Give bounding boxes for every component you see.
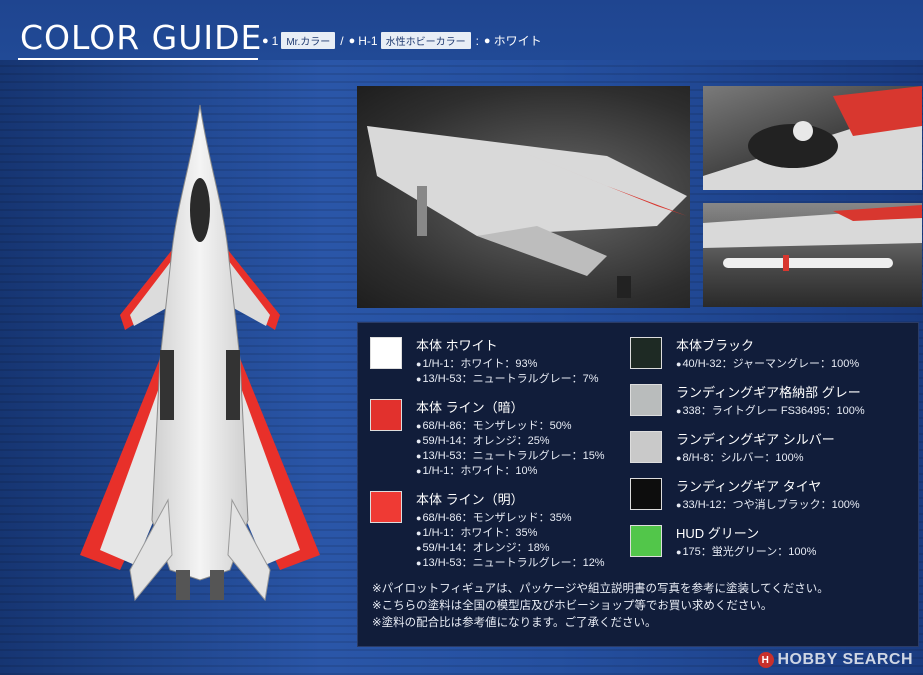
color-entry-gear-tire: ランディングギア タイヤ ●33/H-12：つや消しブラック：100%	[630, 476, 915, 513]
jet-silhouette-icon	[80, 104, 320, 602]
color-name: 本体 ホワイト	[416, 338, 498, 353]
bullet-dot-icon: ●	[348, 34, 356, 47]
color-column-right: 本体ブラック ●40/H-32：ジャーマングレー：100% ランディングギア格納…	[630, 335, 915, 570]
mix-line: ●59/H-14：オレンジ：25%	[416, 435, 550, 447]
color-entry-body-black: 本体ブラック ●40/H-32：ジャーマングレー：100%	[630, 335, 915, 372]
photo-cockpit-icon	[703, 86, 922, 190]
model-photo-main	[357, 86, 690, 308]
notes: ※パイロットフィギュアは、パッケージや組立説明書の写真を参考に塗装してください。…	[372, 581, 829, 632]
color-swatch	[630, 431, 662, 463]
mix-line: ●13/H-53：ニュートラルグレー：7%	[416, 373, 599, 385]
color-name: ランディングギア シルバー	[676, 432, 835, 447]
mix-line: ●13/H-53：ニュートラルグレー：12%	[416, 557, 605, 569]
color-name: 本体ブラック	[676, 338, 755, 353]
color-name: ランディングギア タイヤ	[676, 479, 822, 494]
note-line: ※こちらの塗料は全国の模型店及びホビーショップ等でお買い求めください。	[372, 600, 773, 612]
color-name: ランディングギア格納部 グレー	[676, 385, 861, 400]
mix-line: ●13/H-53：ニュートラルグレー：15%	[416, 450, 605, 462]
mix-line: ●1/H-1：ホワイト：35%	[416, 527, 538, 539]
hobbysearch-logo-icon: H	[757, 652, 774, 668]
color-entry-gear-silver: ランディングギア シルバー ●8/H-8：シルバー：100%	[630, 429, 915, 466]
mix-line: ●1/H-1：ホワイト：93%	[416, 358, 538, 370]
color-swatch	[370, 399, 402, 431]
color-swatch	[370, 337, 402, 369]
color-name: HUD グリーン	[676, 526, 760, 541]
color-entry-body-white: 本体 ホワイト ●1/H-1：ホワイト：93% ●13/H-53：ニュートラルグ…	[370, 335, 650, 387]
mix-line: ●338：ライトグレー FS36495：100%	[676, 405, 865, 417]
legend-sep2: :	[475, 33, 479, 48]
legend-item2-num: H-1	[358, 33, 378, 48]
mix-line: ●59/H-14：オレンジ：18%	[416, 542, 550, 554]
legend-sep1: /	[340, 33, 344, 48]
color-entry-line-dark: 本体 ライン（暗） ●68/H-86：モンザレッド：50% ●59/H-14：オ…	[370, 397, 650, 479]
bullet-dot-icon: ●	[483, 34, 491, 47]
note-line: ※塗料の配合比は参考値になります。ご了承ください。	[372, 617, 657, 629]
color-entry-hud-green: HUD グリーン ●175：蛍光グリーン：100%	[630, 523, 915, 560]
model-photo-cockpit	[703, 86, 922, 190]
mix-line: ●1/H-1：ホワイト：10%	[416, 465, 538, 477]
color-name: 本体 ライン（明）	[416, 492, 524, 507]
mix-line: ●8/H-8：シルバー：100%	[676, 452, 804, 464]
legend-item1-tag: Mr.カラー	[281, 32, 336, 49]
photo-jet-side-icon	[367, 126, 687, 298]
mix-line: ●68/H-86：モンザレッド：35%	[416, 512, 572, 524]
mix-line: ●175：蛍光グリーン：100%	[676, 546, 817, 558]
model-photo-missile	[703, 203, 922, 307]
title-underline	[18, 58, 258, 60]
color-swatch	[630, 384, 662, 416]
color-swatch	[370, 491, 402, 523]
color-column-left: 本体 ホワイト ●1/H-1：ホワイト：93% ●13/H-53：ニュートラルグ…	[370, 335, 650, 581]
mix-line: ●40/H-32：ジャーマングレー：100%	[676, 358, 860, 370]
color-entry-line-light: 本体 ライン（明） ●68/H-86：モンザレッド：35% ●1/H-1：ホワイ…	[370, 489, 650, 571]
color-swatch	[630, 478, 662, 510]
legend-item2-tag: 水性ホビーカラー	[380, 32, 471, 49]
paint-legend: ● 1 Mr.カラー / ● H-1 水性ホビーカラー : ● ホワイト	[262, 32, 542, 49]
legend-item3-label: ホワイト	[493, 34, 542, 48]
color-swatch	[630, 337, 662, 369]
mix-line: ●33/H-12：つや消しブラック：100%	[676, 499, 860, 511]
watermark: H HOBBY SEARCH	[757, 651, 914, 669]
header-bar: COLOR GUIDE ● 1 Mr.カラー / ● H-1 水性ホビーカラー …	[0, 0, 923, 60]
watermark-text: HOBBY SEARCH	[777, 651, 913, 668]
bullet-dot-icon: ●	[262, 34, 269, 47]
legend-item1-num: 1	[271, 33, 279, 48]
color-name: 本体 ライン（暗）	[416, 400, 524, 415]
page-title: COLOR GUIDE	[20, 18, 263, 57]
color-guide-panel: 本体 ホワイト ●1/H-1：ホワイト：93% ●13/H-53：ニュートラルグ…	[357, 322, 919, 647]
note-line: ※パイロットフィギュアは、パッケージや組立説明書の写真を参考に塗装してください。	[372, 583, 829, 595]
mix-line: ●68/H-86：モンザレッド：50%	[416, 420, 572, 432]
color-swatch	[630, 525, 662, 557]
photo-missile-icon	[703, 205, 922, 271]
color-entry-gear-bay-gray: ランディングギア格納部 グレー ●338：ライトグレー FS36495：100%	[630, 382, 915, 419]
